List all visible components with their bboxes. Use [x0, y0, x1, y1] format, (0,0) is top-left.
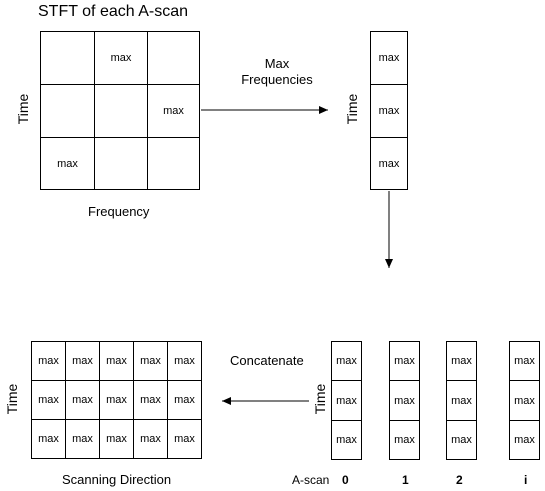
- max-label: max: [38, 355, 59, 367]
- max-label: max: [38, 394, 59, 406]
- max-label: max: [378, 105, 400, 117]
- max-label: max: [336, 355, 357, 367]
- max-label: max: [514, 394, 535, 407]
- max-label: max: [336, 394, 357, 407]
- max-label: max: [378, 157, 400, 170]
- max-label: max: [106, 394, 127, 406]
- max-label: max: [72, 355, 93, 367]
- ascan-index-2: 2: [456, 473, 463, 487]
- concat-cell-1-1: max: [65, 380, 100, 420]
- concat-cell-0-0: max: [31, 341, 66, 381]
- concat-cell-1-0: max: [31, 380, 66, 420]
- max-label: max: [110, 52, 132, 64]
- max-frequencies-line-1: Max: [264, 56, 290, 71]
- stft-cell-0-2: [147, 31, 200, 85]
- ascan-1-cell-2: max: [389, 420, 420, 460]
- ascan-i-cell-2: max: [509, 420, 540, 460]
- ascan-index-i: i: [524, 473, 528, 487]
- max-label: max: [57, 157, 78, 170]
- diagram-title: STFT of each A-scan: [38, 3, 188, 20]
- concat-cell-0-3: max: [133, 341, 168, 381]
- max-label: max: [106, 433, 127, 445]
- concat-cell-2-2: max: [99, 419, 134, 459]
- max-label: max: [72, 394, 93, 406]
- concat-cell-2-0: max: [31, 419, 66, 459]
- concat-cell-0-1: max: [65, 341, 100, 381]
- max-label: max: [378, 52, 400, 64]
- ascan-0-cell-2: max: [331, 420, 362, 460]
- ascan-2-cell-1: max: [446, 380, 477, 421]
- max-label: max: [394, 355, 415, 367]
- max-label: max: [451, 394, 472, 407]
- max-frequencies-label: Max Frequencies: [238, 56, 316, 88]
- max-label: max: [38, 433, 59, 445]
- max-label: max: [140, 394, 161, 406]
- max-label: max: [451, 355, 472, 367]
- concat-cell-0-4: max: [167, 341, 202, 381]
- stft-cell-2-2: [147, 137, 200, 190]
- max-column-cell-1: max: [370, 84, 408, 138]
- concat-cell-1-4: max: [167, 380, 202, 420]
- max-label: max: [174, 433, 195, 445]
- ascan-2-cell-2: max: [446, 420, 477, 460]
- max-label: max: [140, 355, 161, 367]
- max-label: max: [394, 394, 415, 407]
- max-label: max: [72, 433, 93, 445]
- max-label: max: [514, 355, 535, 367]
- max-frequencies-line-2: Frequencies: [241, 72, 313, 87]
- ascan-1-cell-1: max: [389, 380, 420, 421]
- max-label: max: [174, 355, 195, 367]
- max-label: max: [514, 434, 535, 446]
- concat-cell-2-3: max: [133, 419, 168, 459]
- max-column-cell-0: max: [370, 31, 408, 85]
- max-label: max: [140, 433, 161, 445]
- stft-cell-2-1: [94, 137, 148, 190]
- max-column-cell-2: max: [370, 137, 408, 190]
- scanning-direction-label: Scanning Direction: [62, 472, 172, 487]
- ascan-index-0: 0: [342, 473, 349, 487]
- max-label: max: [106, 355, 127, 367]
- ascan-label: A-scan: [292, 473, 330, 487]
- ascan-0-cell-1: max: [331, 380, 362, 421]
- ascan-index-1: 1: [402, 473, 409, 487]
- stft-frequency-label: Frequency: [88, 204, 150, 219]
- max-label: max: [336, 434, 357, 446]
- max-label: max: [451, 434, 472, 446]
- max-label: max: [174, 394, 195, 406]
- max-label: max: [394, 434, 415, 446]
- ascan-i-cell-0: max: [509, 341, 540, 381]
- stft-cell-2-0: max: [40, 137, 95, 190]
- concatenate-label: Concatenate: [230, 353, 304, 368]
- concat-cell-2-4: max: [167, 419, 202, 459]
- max-label: max: [163, 105, 184, 117]
